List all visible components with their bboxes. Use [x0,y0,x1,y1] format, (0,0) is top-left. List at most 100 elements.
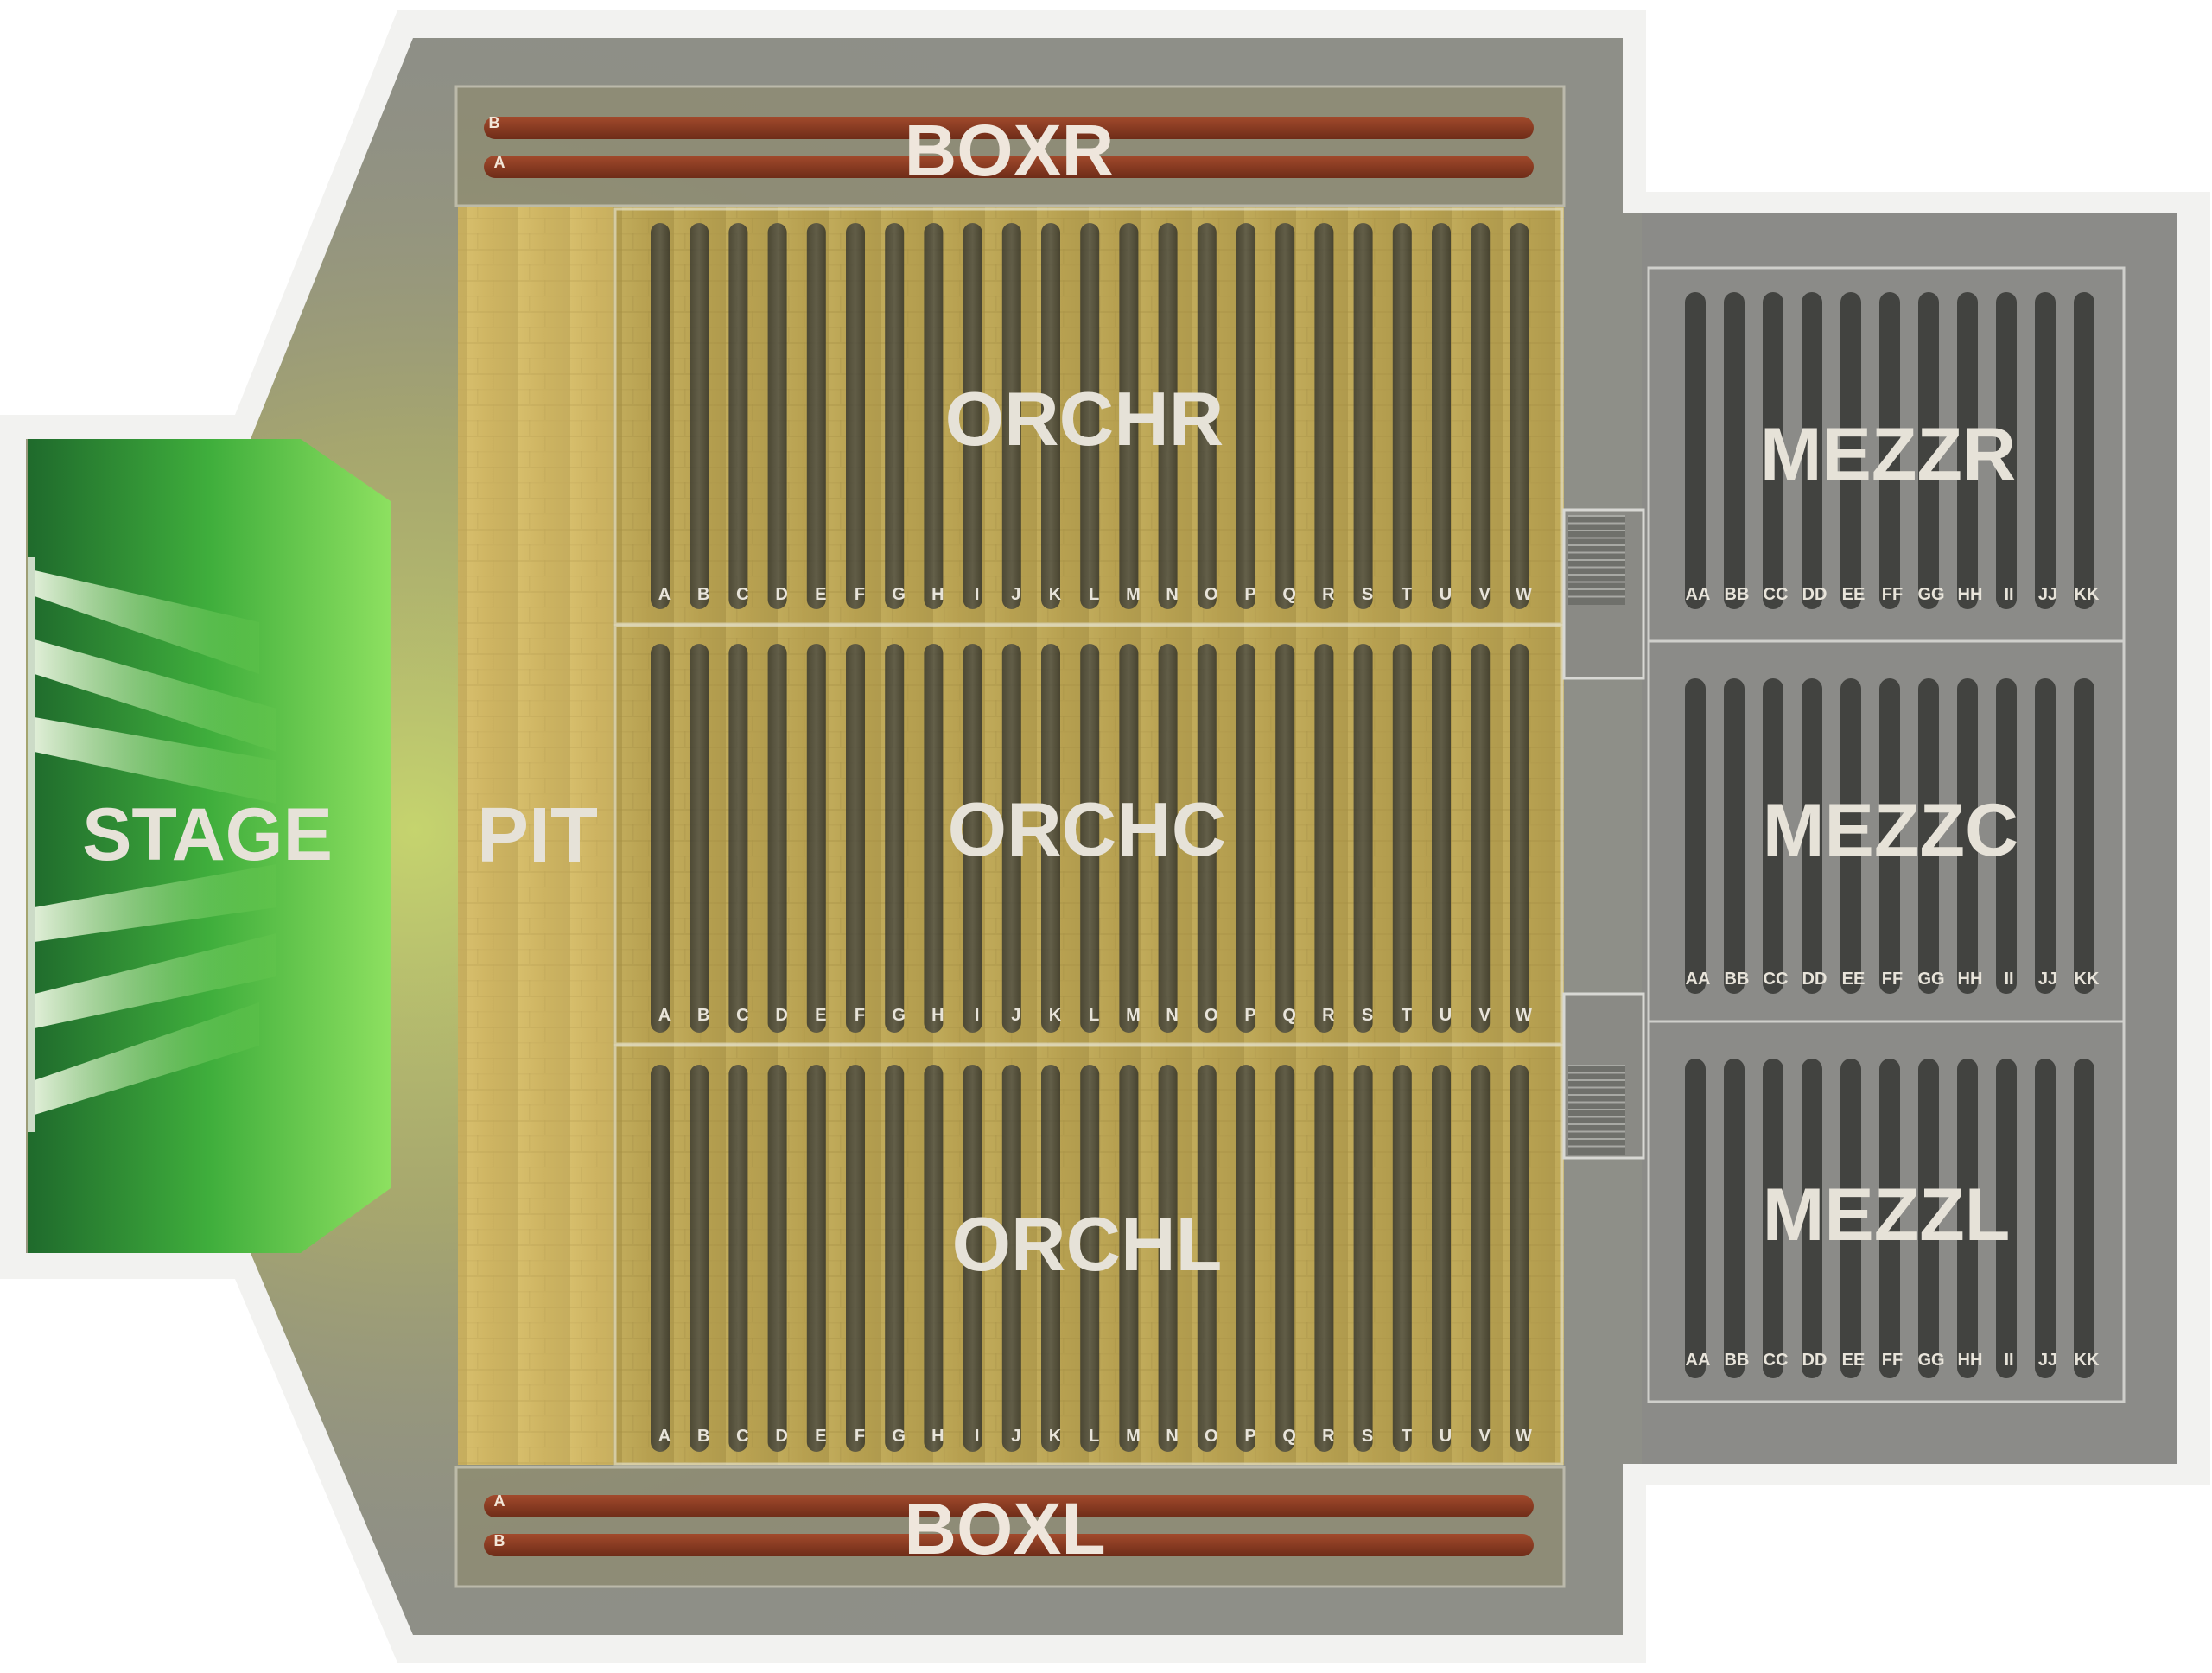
seat-row-l[interactable] [1080,1065,1100,1452]
seat-row-l[interactable] [1080,644,1100,1033]
seat-row-jj[interactable] [2035,292,2056,609]
seat-row-r[interactable] [1314,1065,1334,1452]
seat-row-n[interactable] [1158,1065,1178,1452]
seat-row-p[interactable] [1236,223,1255,609]
seat-row-o[interactable] [1197,223,1217,609]
seat-row-e[interactable] [806,1065,826,1452]
seat-row-dd[interactable] [1802,1059,1822,1378]
seat-row-ee[interactable] [1840,678,1861,994]
seat-row-w[interactable] [1510,223,1529,609]
seat-row-bb[interactable] [1724,678,1745,994]
seat-row-s[interactable] [1353,1065,1373,1452]
seat-row-f[interactable] [846,1065,865,1452]
seat-row-b[interactable] [690,1065,709,1452]
seat-row-p[interactable] [1236,1065,1255,1452]
seat-row-m[interactable] [1119,644,1139,1033]
seat-row-w[interactable] [1510,1065,1529,1452]
seat-row-f[interactable] [846,223,865,609]
seat-row-gg[interactable] [1918,678,1939,994]
section-boxr[interactable]: B A BOXR [454,85,1566,207]
section-boxl[interactable]: A B BOXL [454,1466,1566,1588]
seat-row-q[interactable] [1275,644,1295,1033]
seat-row-r[interactable] [1314,223,1334,609]
seat-row-i[interactable] [963,223,982,609]
seat-row-s[interactable] [1353,644,1373,1033]
seat-row-ee[interactable] [1840,292,1861,609]
seat-row-t[interactable] [1392,644,1412,1033]
seat-row-c[interactable] [728,1065,748,1452]
seat-row-ee[interactable] [1840,1059,1861,1378]
seat-row-cc[interactable] [1763,678,1783,994]
seat-row-c[interactable] [728,644,748,1033]
seat-row-ii[interactable] [1996,1059,2017,1378]
seat-row-v[interactable] [1471,644,1491,1033]
seat-row-a[interactable] [651,223,670,609]
seat-row-h[interactable] [924,223,944,609]
seat-row-e[interactable] [806,644,826,1033]
seat-row-o[interactable] [1197,1065,1217,1452]
seat-row-k[interactable] [1041,644,1060,1033]
seat-row-u[interactable] [1432,223,1451,609]
seat-row-d[interactable] [767,644,787,1033]
seat-row-b[interactable] [690,644,709,1033]
seat-row-ff[interactable] [1879,292,1900,609]
seat-row-k[interactable] [1041,223,1060,609]
seat-row-l[interactable] [1080,223,1100,609]
seat-row-h[interactable] [924,644,944,1033]
seat-row-jj[interactable] [2035,678,2056,994]
seat-row-d[interactable] [767,1065,787,1452]
seat-row-jj[interactable] [2035,1059,2056,1378]
seat-row-n[interactable] [1158,223,1178,609]
seat-row-aa[interactable] [1685,678,1706,994]
seat-row-ff[interactable] [1879,1059,1900,1378]
seat-row-p[interactable] [1236,644,1255,1033]
seat-row-q[interactable] [1275,1065,1295,1452]
seat-row-gg[interactable] [1918,1059,1939,1378]
seat-row-cc[interactable] [1763,1059,1783,1378]
seat-row-h[interactable] [924,1065,944,1452]
seat-row-j[interactable] [1001,223,1021,609]
seat-row-ii[interactable] [1996,678,2017,994]
seat-row-q[interactable] [1275,223,1295,609]
seat-row-s[interactable] [1353,223,1373,609]
seat-row-o[interactable] [1197,644,1217,1033]
seat-row-n[interactable] [1158,644,1178,1033]
seat-row-cc[interactable] [1763,292,1783,609]
seat-row-g[interactable] [885,644,905,1033]
seat-row-a[interactable] [651,1065,670,1452]
seat-row-gg[interactable] [1918,292,1939,609]
seat-row-hh[interactable] [1957,1059,1978,1378]
seat-row-j[interactable] [1001,1065,1021,1452]
seat-row-hh[interactable] [1957,292,1978,609]
seat-row-t[interactable] [1392,1065,1412,1452]
pit-section[interactable]: PIT [458,207,613,1465]
seat-row-d[interactable] [767,223,787,609]
seat-row-g[interactable] [885,223,905,609]
seat-row-j[interactable] [1001,644,1021,1033]
seat-row-hh[interactable] [1957,678,1978,994]
seat-row-dd[interactable] [1802,678,1822,994]
seat-row-t[interactable] [1392,223,1412,609]
seat-row-bb[interactable] [1724,1059,1745,1378]
seat-row-bb[interactable] [1724,292,1745,609]
seat-row-dd[interactable] [1802,292,1822,609]
seat-row-ff[interactable] [1879,678,1900,994]
seat-row-a[interactable] [651,644,670,1033]
seat-row-e[interactable] [806,223,826,609]
seat-row-g[interactable] [885,1065,905,1452]
seat-row-m[interactable] [1119,1065,1139,1452]
seat-row-u[interactable] [1432,644,1451,1033]
seat-row-ii[interactable] [1996,292,2017,609]
seat-row-aa[interactable] [1685,1059,1706,1378]
seat-row-kk[interactable] [2074,292,2094,609]
seat-row-i[interactable] [963,1065,982,1452]
seat-row-m[interactable] [1119,223,1139,609]
stage[interactable]: STAGE [28,439,391,1253]
seat-row-kk[interactable] [2074,1059,2094,1378]
seat-row-f[interactable] [846,644,865,1033]
